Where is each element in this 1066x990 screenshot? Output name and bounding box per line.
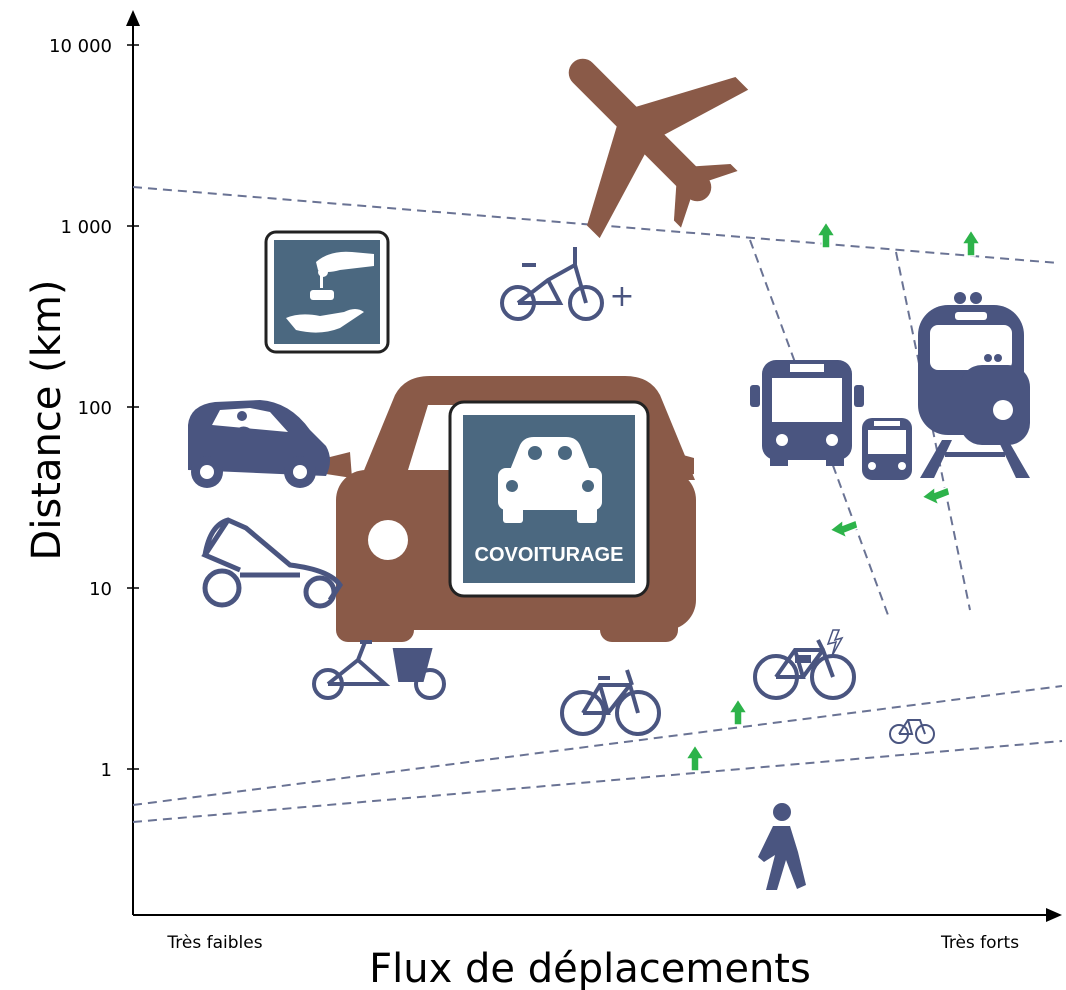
airplane-icon [568, 58, 749, 239]
electric-bicycle-icon [753, 639, 856, 700]
train-icon [918, 292, 1030, 478]
upper-boundary-line [132, 186, 1059, 264]
green-arrow-up-icon [727, 697, 749, 726]
y-tick-label: 10 000 [49, 36, 112, 57]
y-tick-label: 1 [101, 760, 112, 781]
car-rental-sign [264, 230, 390, 354]
bus-icon [750, 360, 864, 466]
folding-bicycle-plus: + [609, 279, 634, 314]
green-arrow-left-icon [828, 518, 859, 540]
green-arrow-left-icon [920, 485, 951, 507]
carpool-car-icon [498, 437, 602, 523]
x-axis-arrow-icon [1046, 908, 1062, 922]
small-car-icon [188, 400, 330, 488]
y-tick-label: 1 000 [60, 217, 112, 238]
boundary-lines [132, 186, 1063, 823]
diagonal-boundary-line-2 [895, 251, 971, 611]
green-arrow-up-icon [684, 743, 706, 772]
pedestrian-icon [758, 803, 806, 890]
covoiturage-text: COVOITURAGE [475, 544, 624, 566]
x-axis-title: Flux de déplacements [369, 946, 811, 990]
bicycle-icon [560, 669, 661, 736]
hand-key-icon [286, 251, 374, 333]
green-arrow-up-icon [960, 228, 982, 257]
cargo-bike-icon [312, 640, 446, 700]
x-axis-low-label: Très faibles [166, 933, 262, 953]
y-tick-label: 10 [89, 579, 112, 600]
green-arrow-up-icon [815, 220, 837, 249]
green-arrows [684, 220, 982, 772]
small-bicycle-icon [889, 719, 935, 744]
y-axis-arrow-icon [126, 10, 140, 26]
minibus-icon [862, 418, 912, 480]
lower-boundary-line-2 [132, 740, 1063, 823]
lightning-icon [826, 629, 844, 657]
y-tick-label: 100 [78, 398, 112, 419]
axes: 10 000 1 000 100 10 1 Distance (km) Flux… [24, 10, 1062, 990]
folding-bicycle-icon [500, 247, 604, 321]
x-axis-high-label: Très forts [940, 933, 1019, 953]
velomobile-icon [201, 517, 344, 609]
lower-boundary-line-1 [132, 685, 1063, 806]
y-axis-title: Distance (km) [24, 280, 70, 561]
covoiturage-sign: COVOITURAGE [448, 400, 650, 598]
